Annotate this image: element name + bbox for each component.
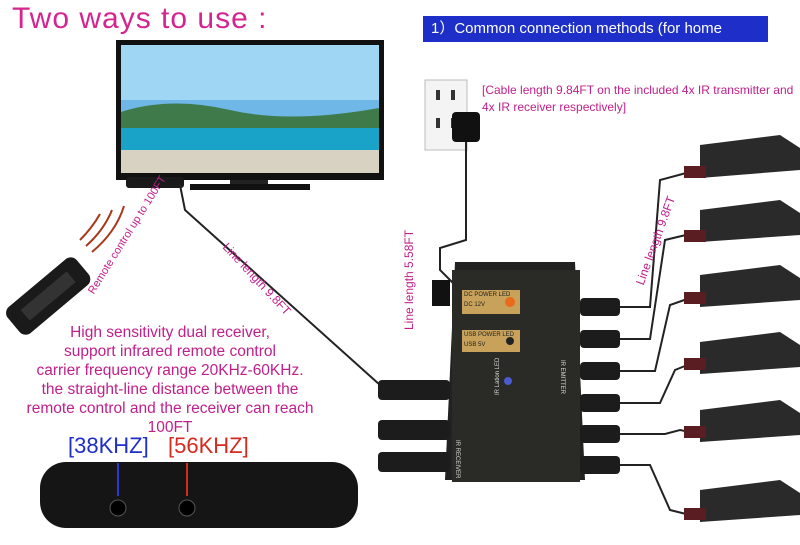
hub-emitter-label: IR EMITTER [559,360,565,394]
hub-dc-sub-label: DC 12V [464,302,486,308]
hub-usb-sub-label: USB 5V [464,342,486,348]
dvd-player-icons [684,135,800,522]
khz-56-label: [56KHZ] [168,433,249,458]
hub-dc-led-label: DC POWER LED [464,292,511,298]
hub-receiver-label: IR RECEIVER [454,440,460,479]
connection-methods-banner: 1）Common connection methods (for home th… [423,16,768,63]
page-title: Two ways to use : [12,2,268,35]
remote-control-icon [6,257,91,335]
khz-38-label: [38KHZ] [68,433,149,458]
tv-icon [116,40,384,190]
feature-line: High sensitivity dual receiver, [70,324,270,341]
feature-line: the straight-line distance between the [41,381,299,398]
ir-emitter-cables [580,298,620,474]
ir-receiver-cables [378,380,450,472]
feature-line: support infrared remote control [64,343,276,360]
ir-hub-device [445,262,585,482]
cable-length-note: [Cable length 9.84FT on the included 4x … [482,83,794,114]
hub-usb-led-label: USB POWER LED [464,332,515,338]
feature-line: remote control and the receiver can reac… [26,400,314,436]
line-length-power-label: Line length 5.58FT [402,229,416,330]
feature-description: High sensitivity dual receiver, support … [5,323,335,437]
tv-ir-receiver-icon [126,177,184,188]
dual-receiver-bar [40,462,358,528]
feature-line: carrier frequency range 20KHz-60KHz. [36,362,304,379]
ir-signal-icon [79,205,125,253]
hub-ir-led-label: IR Lation LED [495,357,501,395]
power-adapter-icon [452,112,480,142]
